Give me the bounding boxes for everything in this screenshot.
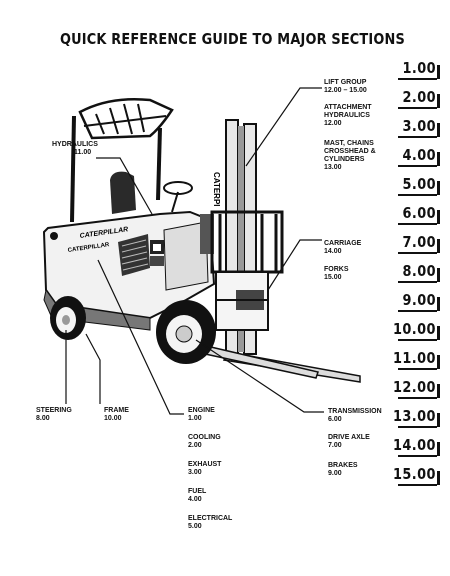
tab-label: 11.00: [393, 349, 436, 367]
label-name: FRAME: [104, 407, 129, 414]
tab-label: 9.00: [402, 291, 436, 309]
section-tab-3[interactable]: 3.00: [398, 117, 440, 138]
label-number: 14.00: [324, 248, 342, 255]
label-number: 9.00: [328, 470, 342, 477]
label-number: 15.00: [324, 274, 342, 281]
label-name: TRANSMISSION: [328, 408, 382, 415]
tab-label: 14.00: [393, 436, 436, 454]
label-line: HYDRAULICS: [324, 112, 370, 119]
label-fuel: FUEL 4.00: [188, 488, 206, 504]
label-line: MAST, CHAINS: [324, 140, 374, 147]
label-drive-axle: DRIVE AXLE 7.00: [328, 434, 370, 450]
label-engine: ENGINE 1.00: [188, 407, 215, 423]
label-name: COOLING: [188, 434, 221, 441]
section-tab-15[interactable]: 15.00: [393, 465, 440, 486]
label-name: CARRIAGE: [324, 240, 362, 247]
tab-label: 4.00: [402, 146, 436, 164]
label-line: ATTACHMENT: [324, 104, 372, 111]
section-tab-8[interactable]: 8.00: [398, 262, 440, 283]
section-tab-13[interactable]: 13.00: [393, 407, 440, 428]
operator-seat: [110, 171, 136, 214]
section-tab-2[interactable]: 2.00: [398, 88, 440, 109]
label-name: FORKS: [324, 266, 349, 273]
tab-label: 8.00: [402, 262, 436, 280]
label-number: 5.00: [188, 523, 202, 530]
label-name: LIFT GROUP: [324, 79, 367, 86]
tab-label: 7.00: [402, 233, 436, 251]
section-tab-9[interactable]: 9.00: [398, 291, 440, 312]
rear-wheel: [50, 296, 86, 340]
front-wheel: [156, 300, 216, 364]
section-tab-6[interactable]: 6.00: [398, 204, 440, 225]
tab-label: 13.00: [393, 407, 436, 425]
label-number: 8.00: [36, 415, 50, 422]
label-number: 10.00: [104, 415, 122, 422]
label-forks: FORKS 15.00: [324, 266, 349, 282]
label-brakes: BRAKES 9.00: [328, 462, 358, 478]
section-tab-1[interactable]: 1.00: [398, 59, 440, 80]
tab-label: 10.00: [393, 320, 436, 338]
label-number: 12.00 – 15.00: [324, 87, 367, 94]
label-name: DRIVE AXLE: [328, 434, 370, 441]
label-cooling: COOLING 2.00: [188, 434, 221, 450]
section-tab-14[interactable]: 14.00: [393, 436, 440, 457]
label-hydraulics: HYDRAULICS 11.00: [52, 141, 98, 157]
section-tab-12[interactable]: 12.00: [393, 378, 440, 399]
label-name: ENGINE: [188, 407, 215, 414]
section-tab-10[interactable]: 10.00: [393, 320, 440, 341]
label-carriage: CARRIAGE 14.00: [324, 240, 361, 256]
leader-lines: [65, 87, 324, 415]
label-number: 1.00: [188, 415, 202, 422]
label-transmission: TRANSMISSION 6.00: [328, 408, 382, 424]
forks: [195, 343, 361, 383]
label-lift-group: LIFT GROUP 12.00 – 15.00: [324, 79, 367, 95]
label-name: FUEL: [188, 488, 207, 495]
label-name: STEERING: [36, 407, 72, 414]
label-mast-chains: MAST, CHAINS CROSSHEAD & CYLINDERS 13.00: [324, 140, 376, 172]
tab-label: 12.00: [393, 378, 436, 396]
label-name: EXHAUST: [188, 461, 222, 468]
tab-label: 3.00: [402, 117, 436, 135]
tab-label: 2.00: [402, 88, 436, 106]
brand-panel-text: CATERPILLAR: [67, 242, 110, 254]
label-name: ELECTRICAL: [188, 515, 233, 522]
label-electrical: ELECTRICAL 5.00: [188, 515, 232, 531]
label-exhaust: EXHAUST 3.00: [188, 461, 221, 477]
label-frame: FRAME 10.00: [104, 407, 129, 423]
label-number: 13.00: [324, 164, 342, 171]
label-number: 6.00: [328, 416, 342, 423]
tab-label: 1.00: [402, 59, 436, 77]
label-name: HYDRAULICS: [52, 141, 98, 148]
label-number: 12.00: [324, 120, 342, 127]
tab-label: 6.00: [402, 204, 436, 222]
label-number: 2.00: [188, 442, 202, 449]
label-number: 11.00: [74, 149, 92, 156]
label-number: 4.00: [188, 496, 202, 503]
section-tab-5[interactable]: 5.00: [398, 175, 440, 196]
section-tab-4[interactable]: 4.00: [398, 146, 440, 167]
mast-brand-text: CATERPI: [212, 172, 221, 207]
label-attachment-hydraulics: ATTACHMENT HYDRAULICS 12.00: [324, 104, 372, 128]
label-line: CYLINDERS: [324, 156, 365, 163]
tab-label: 5.00: [402, 175, 436, 193]
label-line: CROSSHEAD &: [324, 148, 376, 155]
label-steering: STEERING 8.00: [36, 407, 72, 423]
mast-assembly: CATERPI: [210, 119, 284, 361]
label-name: BRAKES: [328, 462, 358, 469]
truck-body: CATERPILLAR CATERPILLAR: [42, 210, 216, 331]
section-tab-7[interactable]: 7.00: [398, 233, 440, 254]
label-number: 3.00: [188, 469, 202, 476]
overhead-guard: [70, 97, 174, 223]
section-tab-11[interactable]: 11.00: [393, 349, 440, 370]
tab-label: 15.00: [393, 465, 436, 483]
label-number: 7.00: [328, 442, 342, 449]
